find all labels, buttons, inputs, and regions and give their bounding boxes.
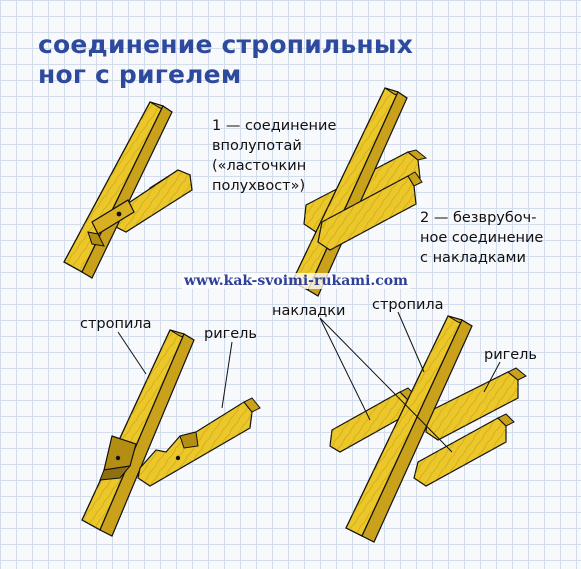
title-line-1: соединение стропильных bbox=[38, 30, 414, 59]
diagram-title: соединение стропильных ног с ригелем bbox=[38, 30, 413, 90]
label-overlays: накладки bbox=[272, 303, 346, 319]
joint-2-assembled bbox=[291, 87, 428, 297]
leader-rafter-left bbox=[117, 331, 147, 375]
rafter-beam bbox=[81, 329, 195, 537]
nail-icon bbox=[116, 211, 122, 217]
rafter-beam bbox=[345, 315, 473, 543]
crossbar-beam bbox=[137, 397, 261, 487]
rafter-beam bbox=[63, 101, 173, 279]
left-overlay-board bbox=[329, 387, 417, 453]
label-rafter-left: стропила bbox=[80, 316, 152, 332]
site-watermark: www.kak-svoimi-rukami.com bbox=[182, 273, 410, 289]
joint-1-exploded bbox=[81, 329, 261, 537]
nail-hole-icon bbox=[175, 455, 181, 461]
leader-crossbar-right bbox=[483, 361, 501, 393]
nail-hole-icon bbox=[115, 455, 121, 461]
method-1-caption: 1 — соединение вполупотай («ласточкин по… bbox=[212, 118, 337, 194]
title-line-2: ног с ригелем bbox=[38, 60, 242, 89]
label-crossbar-left: ригель bbox=[204, 326, 257, 342]
joint-2-exploded bbox=[329, 315, 527, 543]
leader-lines bbox=[117, 311, 501, 453]
crossbar-beam bbox=[425, 367, 527, 441]
joint-1-assembled bbox=[63, 101, 193, 279]
leader-overlay-2 bbox=[319, 317, 453, 453]
front-overlay-board bbox=[317, 171, 423, 251]
leader-rafter-right bbox=[397, 311, 425, 373]
label-crossbar-right: ригель bbox=[484, 347, 537, 363]
leader-crossbar-left bbox=[221, 341, 233, 409]
right-overlay-board bbox=[413, 413, 515, 487]
label-rafter-right: стропила bbox=[372, 297, 444, 313]
method-2-caption: 2 — безврубоч- ное соединение с накладка… bbox=[420, 210, 544, 266]
leader-overlay-1 bbox=[319, 317, 371, 421]
